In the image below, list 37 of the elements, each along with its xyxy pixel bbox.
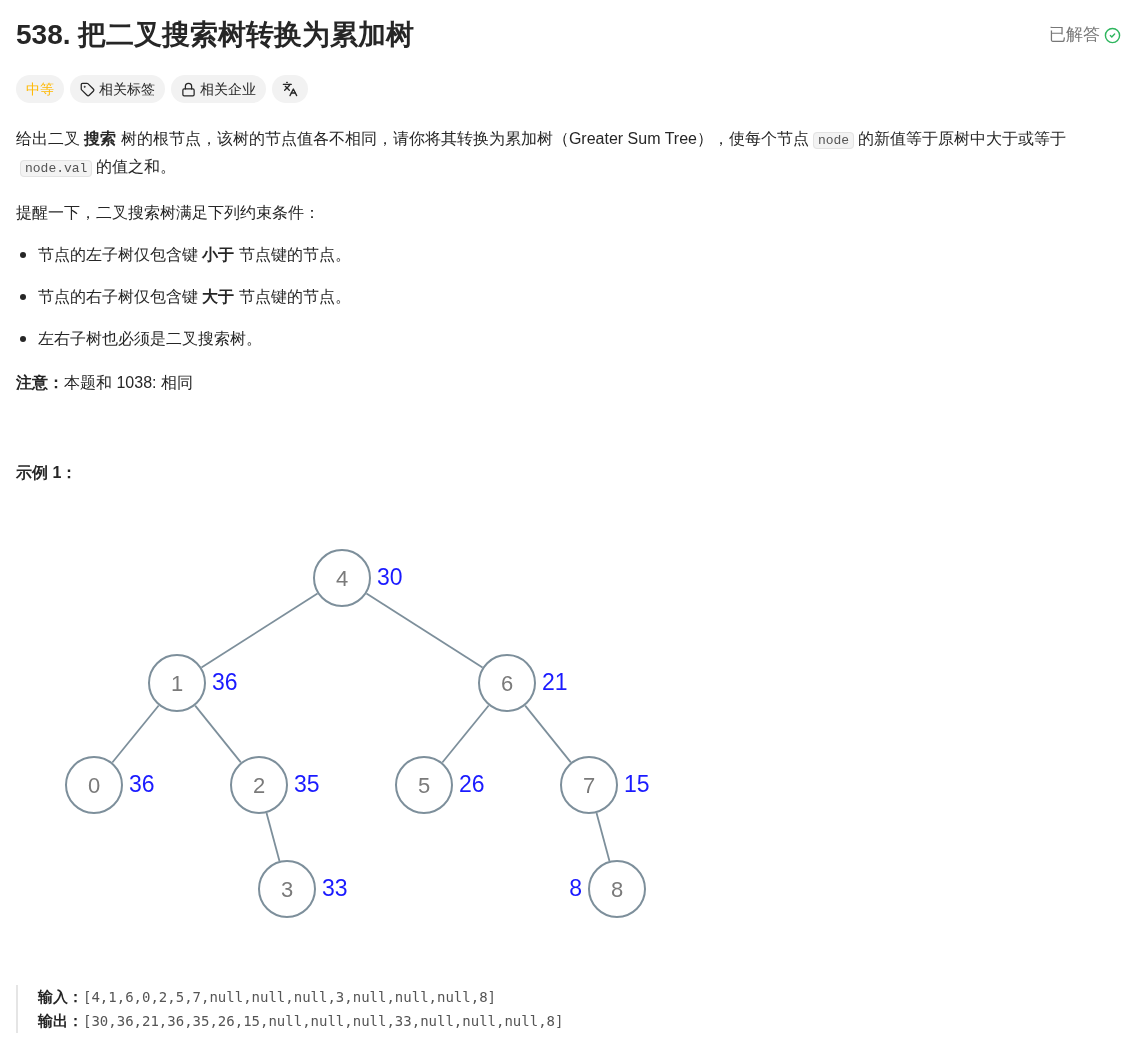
sum-value: 15	[624, 773, 650, 796]
sum-value: 26	[459, 773, 485, 796]
description-text: 给出二叉 搜索 树的根节点，该树的节点值各不相同，请你将其转换为累加树（Greater Sum Tree），使每个节点	[16, 130, 809, 147]
constraint-text: 节点的左子树仅包含键 小于 节点键的节点。	[38, 245, 351, 265]
tree-edge	[524, 704, 572, 764]
tree-edge	[365, 592, 484, 669]
difficulty-badge: 中等	[16, 75, 64, 103]
tree-edge	[441, 704, 490, 764]
tree-edge	[111, 704, 160, 764]
description-text: 的值之和。	[96, 158, 177, 175]
constraint-text: 节点的右子树仅包含键 大于 节点键的节点。	[38, 287, 351, 307]
input-label: 输入：	[38, 987, 83, 1007]
sum-value: 21	[542, 671, 568, 694]
note-text: 注意：本题和 1038: 相同	[16, 374, 193, 391]
output-label: 输出：	[38, 1011, 83, 1031]
tree-edge	[595, 812, 611, 862]
reminder-text: 提醒一下，二叉搜索树满足下列约束条件：	[16, 204, 320, 221]
sum-value: 30	[377, 566, 403, 589]
sum-value: 8	[569, 877, 582, 900]
example-heading: 示例 1：	[16, 464, 78, 481]
sum-value: 36	[129, 773, 155, 796]
input-value: [4,1,6,0,2,5,7,null,null,null,3,null,null,null,8]	[83, 988, 496, 1007]
page-title: 538. 把二叉搜索树转换为累加树	[16, 18, 415, 52]
companies-button: 相关企业	[171, 75, 266, 103]
tree-edge	[265, 812, 281, 862]
sum-value: 33	[322, 877, 348, 900]
tree-edge	[194, 704, 242, 764]
tree-edge	[200, 592, 319, 669]
inline-code: node	[812, 132, 855, 149]
solved-status: 已解答	[1049, 24, 1100, 47]
description-text: 的新值等于原树中大于或等于	[858, 130, 1067, 147]
constraint-text: 左右子树也必须是二叉搜索树。	[38, 329, 262, 349]
tags-button: 相关标签	[70, 75, 165, 103]
output-value: [30,36,21,36,35,26,15,null,null,null,33,null,null,null,8]	[83, 1012, 564, 1031]
sum-value: 35	[294, 773, 320, 796]
inline-code: node.val	[20, 160, 93, 177]
sum-value: 36	[212, 671, 238, 694]
